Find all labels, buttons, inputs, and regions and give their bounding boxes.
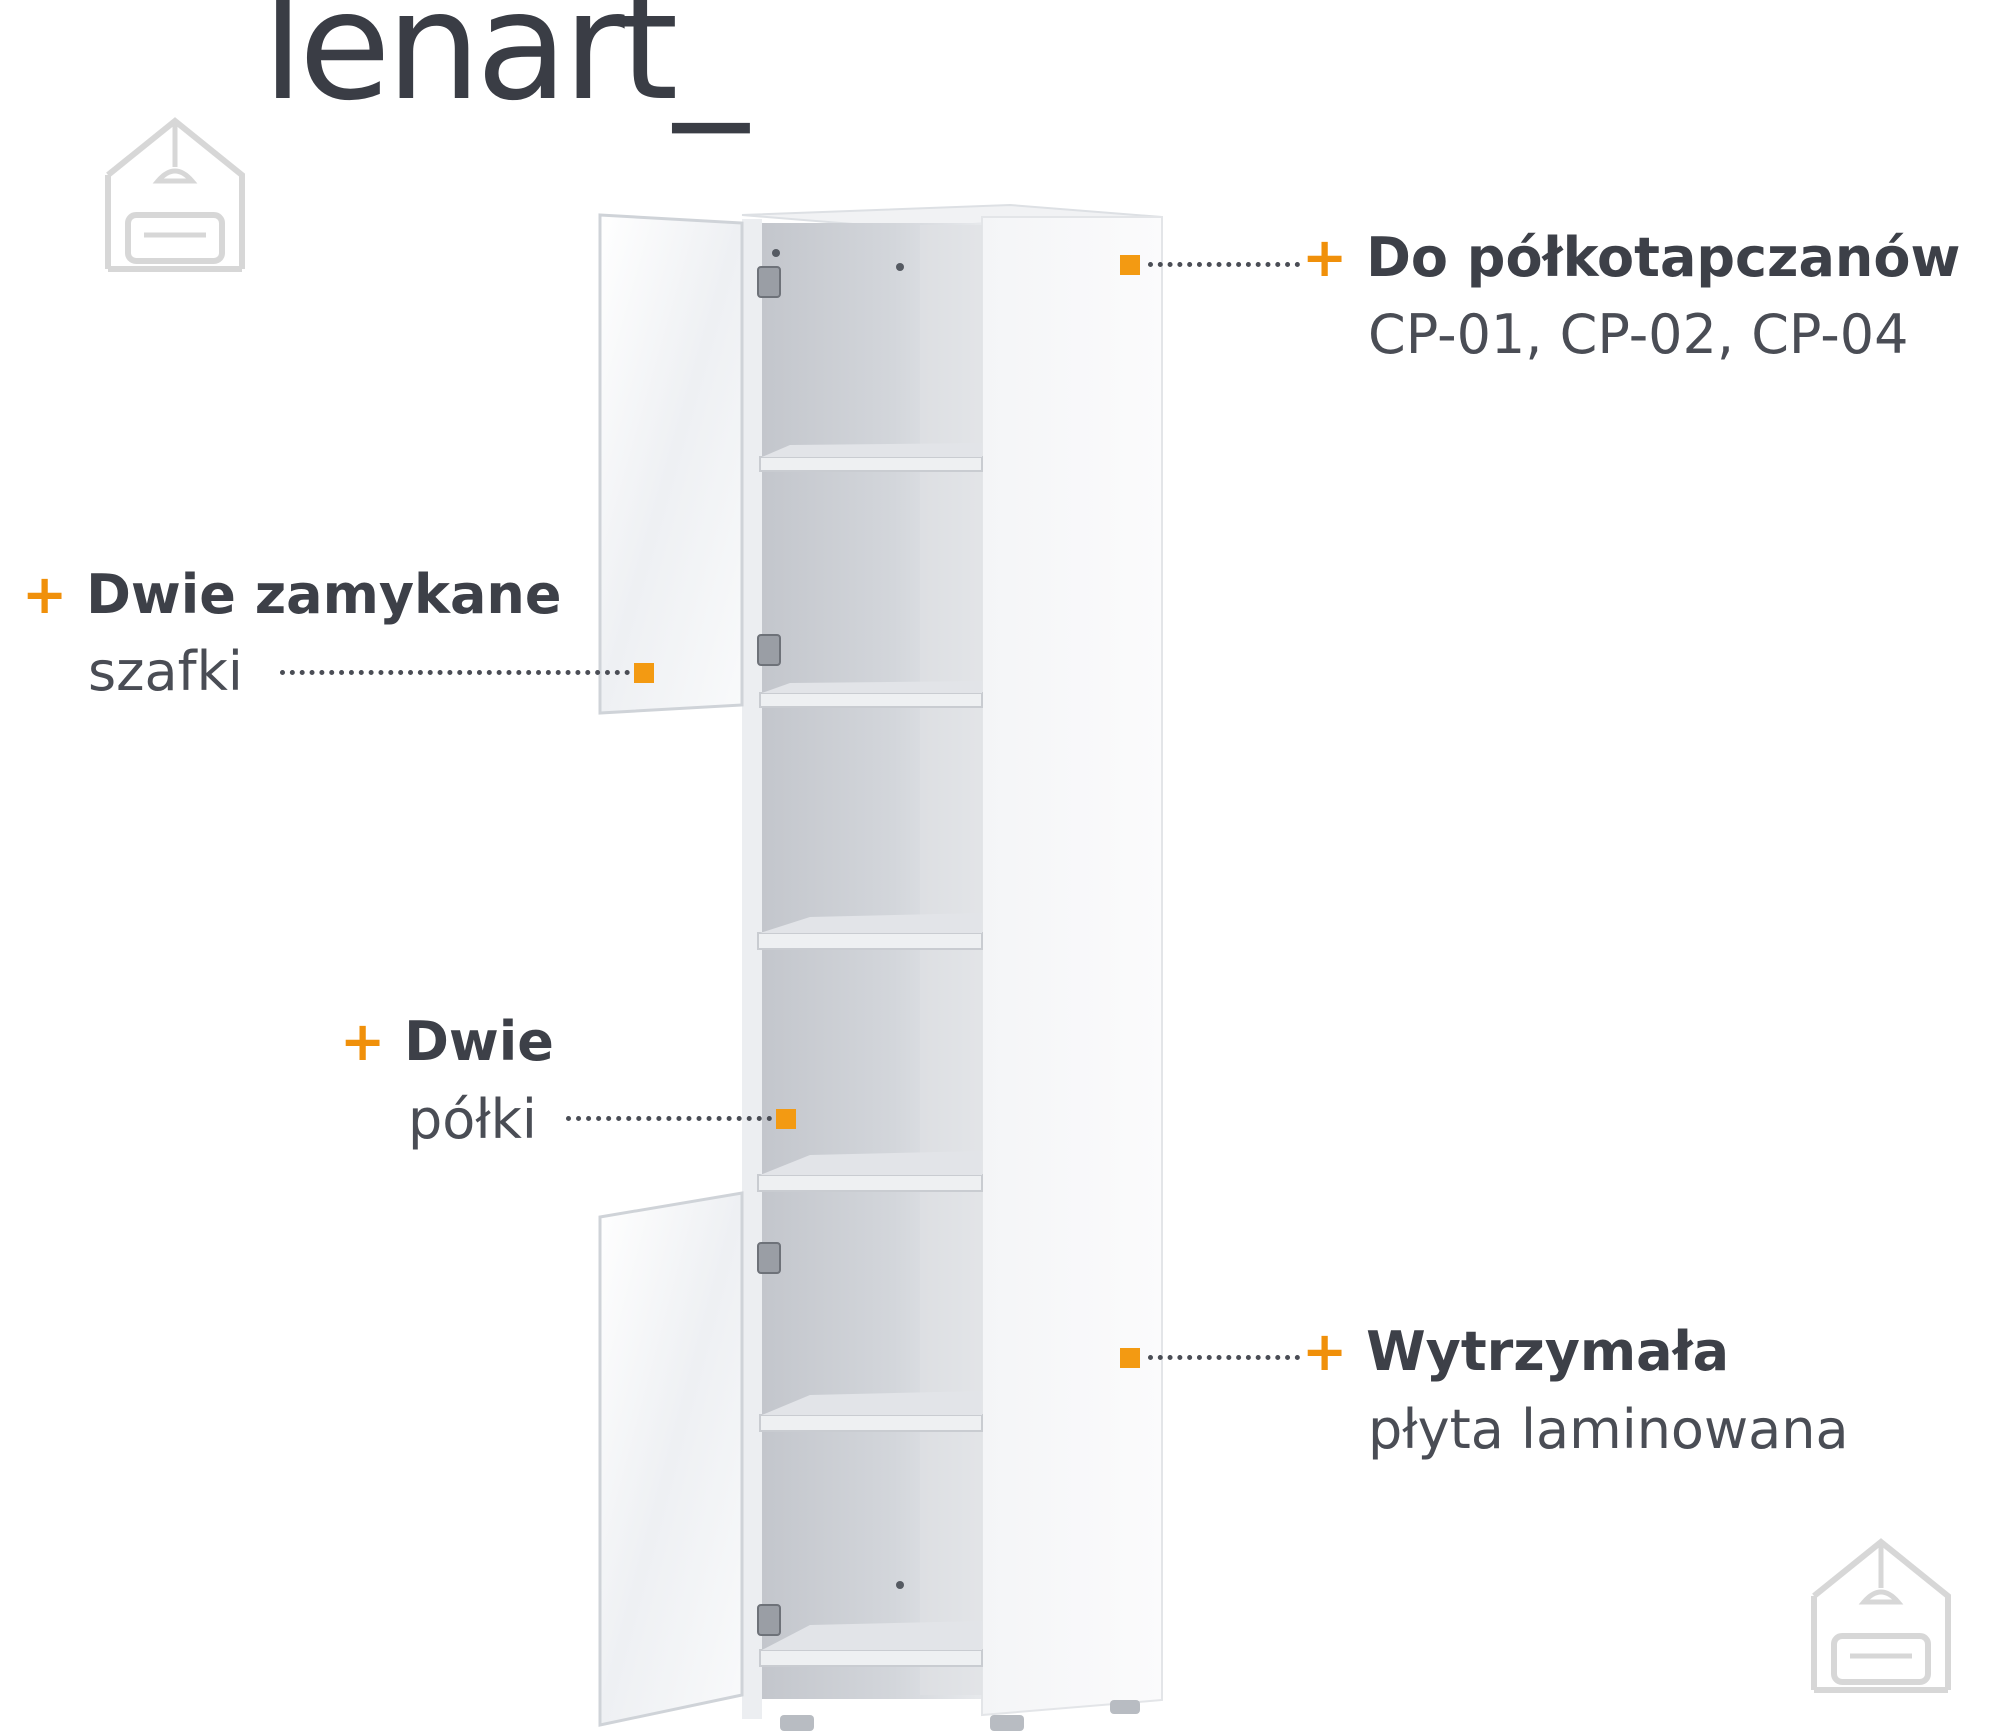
callout-marker [634, 663, 654, 683]
callout-marker [1120, 255, 1140, 275]
brand-logo: lenart_ [262, 0, 748, 134]
house-sofa-lamp-icon [1806, 1536, 1956, 1696]
compat-callout-title: + Do półkotapczanów [1302, 226, 1961, 289]
callout-leader-line [280, 670, 630, 675]
callout-marker [776, 1109, 796, 1129]
house-sofa-lamp-icon [100, 115, 250, 275]
shelves-callout-subtitle: półki [408, 1088, 537, 1151]
board-callout-subtitle: płyta laminowana [1368, 1398, 1849, 1461]
callout-leader-line [1148, 262, 1300, 267]
plus-icon: + [1302, 226, 1348, 289]
cabinets-callout-subtitle: szafki [88, 640, 243, 703]
plus-icon: + [340, 1010, 386, 1073]
plus-icon: + [1302, 1320, 1348, 1383]
callout-marker [1120, 1348, 1140, 1368]
callout-leader-line [1148, 1355, 1300, 1360]
compat-callout-subtitle: CP-01, CP-02, CP-04 [1368, 303, 1909, 366]
bookcase-illustration [590, 195, 1170, 1735]
cabinets-callout-title: + Dwie zamykane [22, 563, 562, 626]
shelves-callout-title: + Dwie [340, 1010, 554, 1073]
board-callout-title: + Wytrzymała [1302, 1320, 1730, 1383]
plus-icon: + [22, 563, 68, 626]
callout-leader-line [566, 1116, 772, 1121]
